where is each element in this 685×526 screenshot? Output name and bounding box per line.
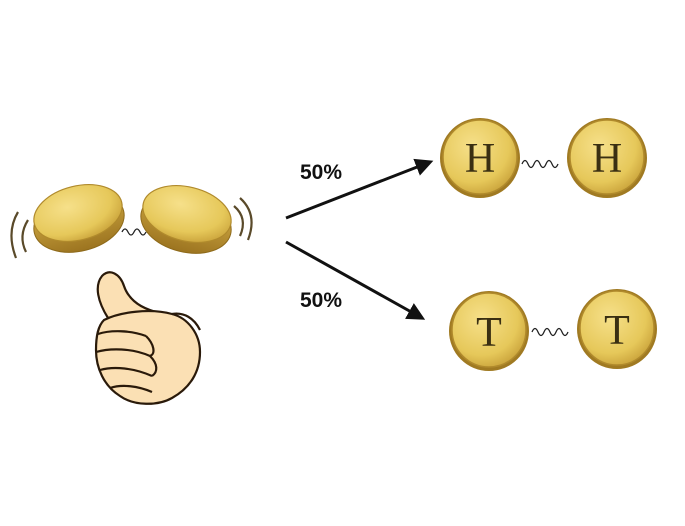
coin-tails-left: T xyxy=(449,291,529,371)
coin-letter: H xyxy=(465,136,495,182)
spinning-coins-icon xyxy=(10,184,253,259)
coin-letter: T xyxy=(476,310,502,356)
coin-tails-right: T xyxy=(577,289,657,369)
wavy-link-icon xyxy=(521,159,559,169)
motion-line-icon xyxy=(239,197,253,241)
tilted-coin-left xyxy=(33,184,125,253)
coin-heads-right: H xyxy=(567,118,647,198)
thumbs-up-hand-icon xyxy=(94,271,202,405)
coin-heads-left: H xyxy=(440,118,520,198)
probability-label-tails: 50% xyxy=(300,289,343,312)
wavy-link-icon xyxy=(531,327,569,337)
probability-label-heads: 50% xyxy=(300,161,343,184)
motion-line-icon xyxy=(21,219,29,253)
coin-letter: T xyxy=(604,308,630,354)
tails-outcome: T T xyxy=(449,289,657,371)
wavy-link-icon xyxy=(121,228,147,236)
motion-line-icon xyxy=(10,211,19,259)
coin-letter: H xyxy=(592,136,622,182)
arrow-to-tails xyxy=(285,240,426,320)
heads-outcome: H H xyxy=(440,118,647,198)
motion-line-icon xyxy=(233,205,245,237)
tilted-coin-right xyxy=(140,185,232,254)
arrow-to-heads xyxy=(285,158,434,220)
